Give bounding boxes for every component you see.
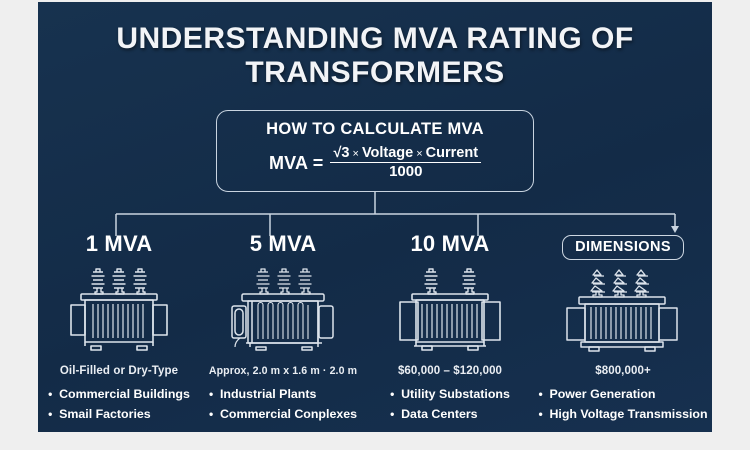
formula-times-1: × [352, 148, 359, 160]
title-line-2: TRANSFORMERS [245, 56, 505, 89]
transformer-icon [534, 260, 712, 356]
formula-sqrt3: √3 [333, 145, 350, 161]
columns-row: 1 MVA [38, 230, 712, 428]
transformer-icon-svg [399, 268, 501, 351]
formula-expression: MVA = √3 × Voltage × Current 1000 [217, 145, 533, 181]
connector-tree [38, 192, 712, 242]
column-10-mva: 10 MVA [366, 230, 534, 428]
column-1-mva: 1 MVA [38, 230, 200, 428]
page-title: UNDERSTANDING MVA RATING OF TRANSFORMERS [38, 22, 712, 90]
transformer-icon-svg [566, 269, 678, 352]
list-item: Commercial Conplexes [209, 404, 357, 424]
infographic-panel: UNDERSTANDING MVA RATING OF TRANSFORMERS… [38, 2, 712, 432]
dimensions-badge[interactable]: DIMENSIONS [562, 235, 684, 260]
transformer-icon-svg [70, 268, 168, 351]
column-dimensions: DIMENSIONS [534, 230, 712, 428]
list-item: Power Generation [538, 384, 707, 404]
column-2-subtitle: Approx, 2.0 m x 1.6 m · 2.0 m [208, 365, 358, 377]
transformer-icon [200, 260, 366, 356]
connector-lines-svg [115, 192, 679, 236]
formula-numerator: √3 × Voltage × Current [330, 145, 482, 163]
list-item: Data Centers [390, 404, 510, 424]
formula-denominator: 1000 [389, 163, 423, 180]
list-item: High Voltage Transmission [538, 404, 707, 424]
column-1-subtitle: Oil-Filled or Dry-Type [59, 365, 179, 377]
list-item: Smail Factories [48, 404, 190, 424]
list-item: Industrial Plants [209, 384, 357, 404]
formula-box: HOW TO CALCULATE MVA MVA = √3 × Voltage … [216, 110, 534, 192]
transformer-icon-svg [231, 268, 334, 351]
column-2-bullets: Industrial Plants Commercial Conplexes [209, 384, 357, 424]
formula-times-2: × [416, 148, 423, 160]
formula-fraction: √3 × Voltage × Current 1000 [330, 145, 482, 181]
column-3-bullets: Utility Substations Data Centers [390, 384, 510, 424]
formula-voltage: Voltage [361, 145, 414, 161]
list-item: Commercial Buildings [48, 384, 190, 404]
column-1-bullets: Commercial Buildings Smail Factories [48, 384, 190, 424]
formula-lhs: MVA = [268, 152, 324, 173]
transformer-icon [366, 260, 534, 356]
column-3-heading: 10 MVA [410, 231, 490, 256]
transformer-icon [38, 260, 200, 356]
connector-arrowhead-icon [671, 226, 679, 233]
column-4-bullets: Power Generation High Voltage Transmissi… [538, 384, 707, 424]
column-4-subtitle: $800,000+ [595, 365, 651, 377]
column-4-heading-wrap: DIMENSIONS [534, 230, 712, 260]
formula-heading: HOW TO CALCULATE MVA [266, 120, 484, 138]
column-2-heading: 5 MVA [249, 231, 317, 256]
title-line-1: UNDERSTANDING MVA RATING OF [116, 22, 634, 55]
column-3-subtitle: $60,000 – $120,000 [397, 365, 503, 377]
list-item: Utility Substations [390, 384, 510, 404]
column-1-heading: 1 MVA [85, 231, 153, 256]
column-5-mva: 5 MVA [200, 230, 366, 428]
formula-current: Current [425, 145, 479, 161]
